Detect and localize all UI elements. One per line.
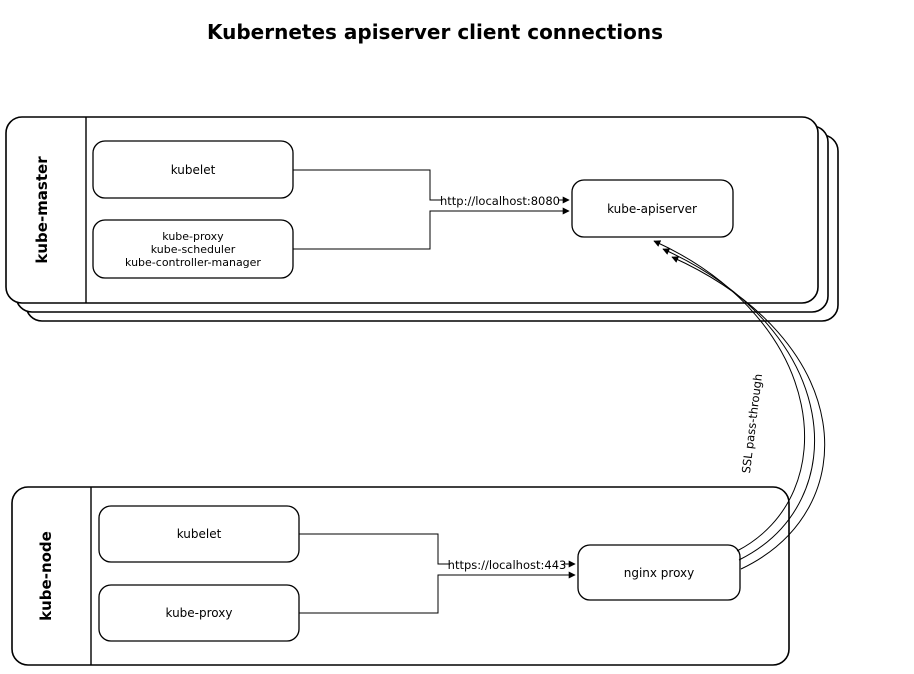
master-edge-label-bg — [442, 193, 558, 208]
diagram-title: Kubernetes apiserver client connections — [207, 20, 663, 44]
kube-apiserver-label: kube-apiserver — [607, 202, 697, 216]
edge-ssl-passthrough-1 — [653, 240, 805, 552]
kube-node-label: kube-node — [37, 531, 55, 621]
kube-master-container: kube-master kubelet kube-proxy kube-sche… — [5, 116, 839, 322]
edge-node-proxy-to-nginx — [299, 571, 576, 614]
master-proxy-line-2: kube-scheduler — [151, 243, 236, 256]
nginx-proxy-box — [577, 544, 741, 601]
master-kubelet-label: kubelet — [171, 163, 216, 177]
kube-node-container: kube-node kubelet kube-proxy nginx proxy — [11, 486, 790, 666]
edge-master-proxy-to-apiserver — [293, 207, 570, 250]
edge-ssl-passthrough-3 — [671, 256, 826, 570]
edge-ssl-passthrough-2 — [662, 248, 816, 561]
node-edge-label-bg — [450, 557, 564, 572]
kube-apiserver-box — [571, 179, 734, 238]
master-edge-label: http://localhost:8080 — [440, 194, 560, 208]
node-edge-label: https://localhost:443 — [448, 558, 567, 572]
node-kubelet-label: kubelet — [177, 527, 222, 541]
nginx-proxy-label: nginx proxy — [624, 566, 695, 580]
ssl-passthrough-label: SSL pass-through — [739, 373, 765, 474]
kube-master-label: kube-master — [33, 156, 51, 264]
node-proxy-label: kube-proxy — [166, 606, 233, 620]
master-proxy-line-1: kube-proxy — [162, 230, 224, 243]
master-proxy-line-3: kube-controller-manager — [125, 256, 261, 269]
